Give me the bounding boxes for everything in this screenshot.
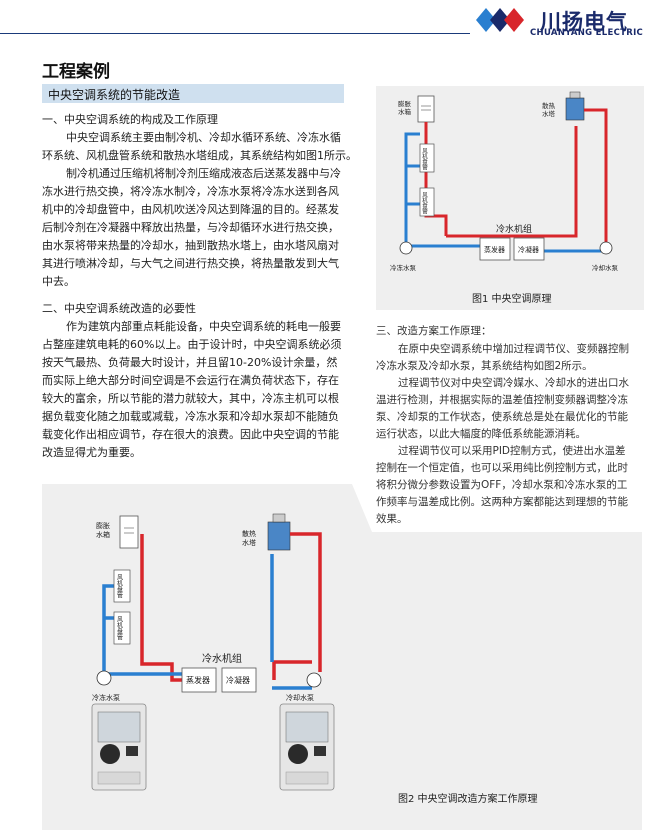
page-title: 工程案例	[42, 62, 110, 82]
svg-text:冷水机组: 冷水机组	[496, 223, 532, 235]
figure-1-caption: 图1 中央空调原理	[472, 294, 552, 305]
svg-text:冷凝器: 冷凝器	[518, 245, 539, 254]
brand-name-en: CHUANYANG ELECTRIC	[530, 28, 644, 38]
sec2-line: 载变化作出相应调节，存在很大的浪费。因此中央空调的节能	[42, 428, 339, 441]
svg-text:风机盘管: 风机盘管	[421, 192, 428, 216]
sec3-line: 冷冻水泵及冷却水泵，其系统结构如图2所示。	[376, 360, 593, 372]
fig1-tank-label-2: 水箱	[398, 107, 412, 116]
sec2-line: 改造显得尤为重要。	[42, 446, 141, 459]
sec1-line: 制冷机通过压缩机将制冷剂压缩成液态后送蒸发器中与冷	[66, 167, 341, 180]
section-heading: 中央空调系统的节能改造	[48, 88, 181, 102]
sec3-line: 温进行检测，并根据实际的温差值控制变频器调整冷冻	[376, 394, 628, 406]
svg-text:风机盘管: 风机盘管	[116, 574, 123, 599]
sec2-line: 较大的富余，所以节能的潜力就较大，其中，冷冻主机可以根	[42, 392, 339, 405]
sec1-line: 冻水进行热交换，将冷冻水制冷，冷冻水泵将冷冻水送到各风	[42, 185, 339, 198]
figure-2-diagram: 膨胀水箱 散热水塔 风机盘管 风机盘管 冷水机组 蒸发器 冷凝器 冷冻水泵 冷却…	[91, 513, 335, 791]
svg-text:风机盘管: 风机盘管	[421, 148, 428, 172]
figure-1-diagram: 膨胀水箱 散热水塔 风机盘管 风机盘管 冷水机组 蒸发器 冷凝器 冷冻水泵 冷却…	[390, 91, 619, 272]
svg-text:散热水塔: 散热水塔	[542, 101, 556, 118]
sec2-line: 据负载变化随之加载或减载，冷冻水泵和冷却水泵却不能随负	[42, 410, 339, 423]
svg-text:冷凝器: 冷凝器	[226, 675, 250, 685]
fig1-tank-label-1: 膨胀	[398, 99, 412, 108]
sec1-line: 后制冷剂在冷凝器中释放出热量，与冷却循环水进行热交换，	[42, 221, 339, 234]
sec3-line: 控制在一个恒定值，也可以采用纯比例控制方式，此时	[376, 462, 628, 474]
inverter-left-icon	[91, 703, 147, 791]
sec3-line: 过程调节仪对中央空调冷媒水、冷却水的进出口水	[398, 377, 629, 389]
sec2-line: 按天气最热、负荷最大时设计，并且留10-20%设计余量，然	[42, 356, 338, 369]
section-heading-bar: 中央空调系统的节能改造	[42, 84, 344, 103]
sec1-line: 中央空调系统主要由制冷机、冷却水循环系统、冷冻水循	[66, 131, 341, 144]
sec3-heading: 三、改造方案工作原理：	[376, 325, 492, 337]
sec3-line: 作频率与温差成比例。这两种方案都能达到理想的节能	[376, 496, 628, 508]
svg-text:冷冻水泵: 冷冻水泵	[390, 263, 417, 272]
svg-text:冷水机组: 冷水机组	[202, 652, 242, 665]
svg-text:蒸发器: 蒸发器	[484, 245, 505, 254]
brand-logo-icon	[476, 8, 524, 32]
header-rule	[0, 33, 470, 34]
sec3-line: 运行状态，以此大幅度的降低系统能源消耗。	[376, 428, 586, 440]
sec2-line: 而实际上绝大部分时间空调是不会运行在满负荷状态下，存在	[42, 374, 339, 387]
sec3-line: 过程调节仪可以采用PID控制方式，使进出水温差	[398, 445, 626, 457]
sec1-line: 由水泵将带来热量的冷却水，抽到散热水塔上，由水塔风扇对	[42, 239, 339, 252]
brand-name: 川扬电气	[540, 10, 628, 34]
figure-2-panel: 膨胀水箱 散热水塔 风机盘管 风机盘管 冷水机组 蒸发器 冷凝器 冷冻水泵 冷却…	[42, 484, 642, 830]
inverter-right-icon	[279, 703, 335, 791]
sec2-line: 作为建筑内部重点耗能设备，中央空调系统的耗电一般要	[66, 320, 341, 333]
svg-text:膨胀水箱: 膨胀水箱	[398, 99, 412, 116]
svg-text:蒸发器: 蒸发器	[186, 675, 210, 685]
sec1-heading: 一、中央空调系统的构成及工作原理	[42, 113, 218, 126]
sec1-line: 环系统、风机盘管系统和散热水塔组成，其系统结构如图1所示。	[42, 149, 357, 162]
svg-text:风机盘管: 风机盘管	[116, 616, 123, 641]
sec1-line: 机中的冷却盘管中，由风机吹送冷风达到降温的目的。经蒸发	[42, 203, 339, 216]
svg-text:冷却水泵: 冷却水泵	[286, 693, 314, 702]
sec3-line: 将积分微分参数设置为OFF，冷却水泵和冷冻水泵的工	[376, 479, 628, 491]
sec3-line: 泵、冷却泵的工作状态，使系统总是处在最优化的节能	[376, 411, 628, 423]
figure-2-caption: 图2 中央空调改造方案工作原理	[398, 794, 538, 805]
figure-1-panel: 膨胀水箱 散热水塔 风机盘管 风机盘管 冷水机组 蒸发器 冷凝器 冷冻水泵 冷却…	[376, 86, 644, 310]
sec2-line: 占整座建筑电耗的60%以上。由于设计时，中央空调系统必须	[42, 338, 342, 351]
sec1-line: 中去。	[42, 275, 75, 288]
sec2-heading: 二、中央空调系统改造的必要性	[42, 302, 196, 315]
svg-text:冷却水泵: 冷却水泵	[592, 263, 619, 272]
sec3-line: 在原中央空调系统中增加过程调节仪、变频器控制	[398, 343, 629, 355]
svg-text:散热水塔: 散热水塔	[242, 529, 256, 547]
svg-text:膨胀水箱: 膨胀水箱	[96, 521, 110, 539]
sec1-line: 其进行喷淋冷却，与大气之间进行热交换，将热量散发到大气	[42, 257, 339, 270]
sec3-line: 效果。	[376, 513, 408, 525]
svg-text:冷冻水泵: 冷冻水泵	[92, 693, 120, 702]
